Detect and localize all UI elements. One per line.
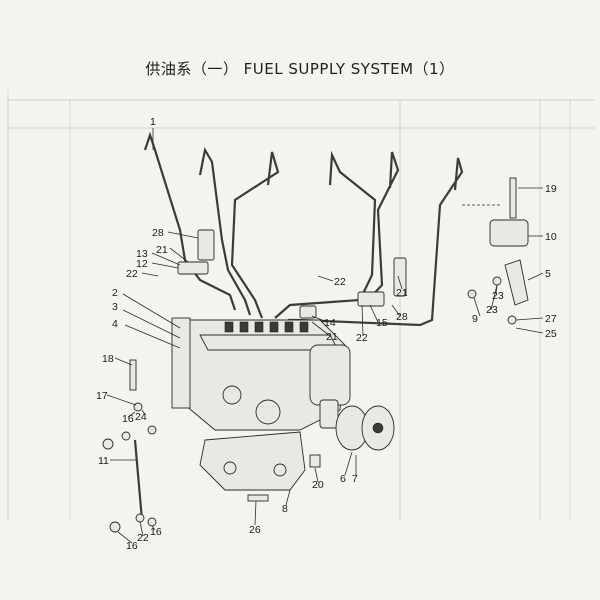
callout-label: 13 <box>136 248 148 260</box>
injection-pipes <box>143 131 500 327</box>
callout-label: 7 <box>352 473 358 485</box>
callout-label: 19 <box>545 183 557 195</box>
callout-label: 21 <box>156 244 168 256</box>
callout-label: 22 <box>137 532 149 544</box>
callout-label: 2 <box>112 287 118 299</box>
callout-label: 22 <box>126 268 138 280</box>
callout-label: 24 <box>135 411 147 423</box>
callout-label: 4 <box>112 318 118 330</box>
page-title: 供油系（一） FUEL SUPPLY SYSTEM（1） <box>145 60 455 78</box>
callout-label: 28 <box>396 311 408 323</box>
callout-label: 23 <box>486 304 498 316</box>
callout-label: 21 <box>326 331 338 343</box>
callout-label: 21 <box>396 287 408 299</box>
callout-label: 15 <box>376 317 388 329</box>
callout-label: 12 <box>136 258 148 270</box>
callout-label: 3 <box>112 301 118 313</box>
pipe-clamps <box>177 229 407 319</box>
coupling <box>335 405 395 451</box>
pump-bracket <box>199 431 321 491</box>
injector <box>467 177 529 325</box>
callout-label: 8 <box>282 503 288 515</box>
callout-label: 14 <box>324 317 336 329</box>
callout-labels: 1 28 13 21 12 22 2 3 4 22 21 28 14 15 21… <box>96 116 557 552</box>
callout-label: 27 <box>545 313 557 325</box>
callout-label: 16 <box>150 526 162 538</box>
leader-lines <box>106 128 544 544</box>
callout-label: 17 <box>96 390 108 402</box>
background-table-ghost <box>7 90 595 520</box>
callout-label: 22 <box>356 332 368 344</box>
callout-label: 6 <box>340 473 346 485</box>
callout-label: 28 <box>152 227 164 239</box>
callout-label: 23 <box>492 290 504 302</box>
callout-label: 22 <box>334 276 346 288</box>
drain-pipe <box>102 359 269 533</box>
callout-label: 10 <box>545 231 557 243</box>
callout-label: 9 <box>472 313 478 325</box>
callout-label: 26 <box>249 524 261 536</box>
injection-pump <box>171 317 351 431</box>
callout-label: 20 <box>312 479 324 491</box>
callout-label: 11 <box>98 455 109 467</box>
callout-label: 1 <box>150 116 156 128</box>
callout-label: 16 <box>126 540 138 552</box>
callout-label: 25 <box>545 328 557 340</box>
callout-label: 18 <box>102 353 114 365</box>
callout-label: 16 <box>122 413 134 425</box>
callout-label: 5 <box>545 268 551 280</box>
